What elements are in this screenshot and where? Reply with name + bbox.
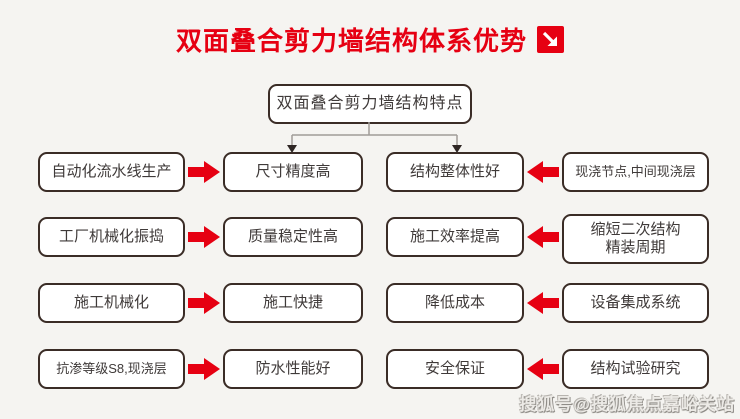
- benefit-box: 安全保证: [386, 349, 524, 389]
- benefit-box: 结构整体性好: [386, 152, 524, 192]
- left-arrow-icon: [527, 292, 559, 314]
- source-box: 施工机械化: [38, 283, 185, 323]
- source-box: 缩短二次结构 精装周期: [562, 214, 709, 264]
- source-box: 结构试验研究: [562, 349, 709, 389]
- right-arrow-icon: [188, 226, 220, 248]
- left-arrow-icon: [527, 161, 559, 183]
- arrow-down-right-icon: [537, 25, 564, 53]
- page-title: 双面叠合剪力墙结构体系优势: [175, 25, 527, 56]
- watermark: 搜狐号@搜狐焦点嘉峪关站: [519, 395, 735, 414]
- benefit-box: 施工快捷: [223, 283, 363, 323]
- root-node: 双面叠合剪力墙结构特点: [268, 84, 472, 124]
- source-box: 现浇节点,中间现浇层: [562, 152, 709, 192]
- left-arrow-icon: [527, 358, 559, 380]
- right-arrow-icon: [188, 358, 220, 380]
- benefit-box: 防水性能好: [223, 349, 363, 389]
- benefit-box: 尺寸精度高: [223, 152, 363, 192]
- right-arrow-icon: [188, 292, 220, 314]
- source-box: 自动化流水线生产: [38, 152, 185, 192]
- benefit-box: 质量稳定性高: [223, 217, 363, 257]
- source-box: 工厂机械化振捣: [38, 217, 185, 257]
- connector-lines: [287, 122, 462, 153]
- benefit-box: 施工效率提高: [386, 217, 524, 257]
- right-arrow-icon: [188, 161, 220, 183]
- source-box: 设备集成系统: [562, 283, 709, 323]
- benefit-box: 降低成本: [386, 283, 524, 323]
- source-box: 抗渗等级S8,现浇层: [38, 349, 185, 389]
- title-row: 双面叠合剪力墙结构体系优势: [0, 18, 740, 60]
- left-arrow-icon: [527, 226, 559, 248]
